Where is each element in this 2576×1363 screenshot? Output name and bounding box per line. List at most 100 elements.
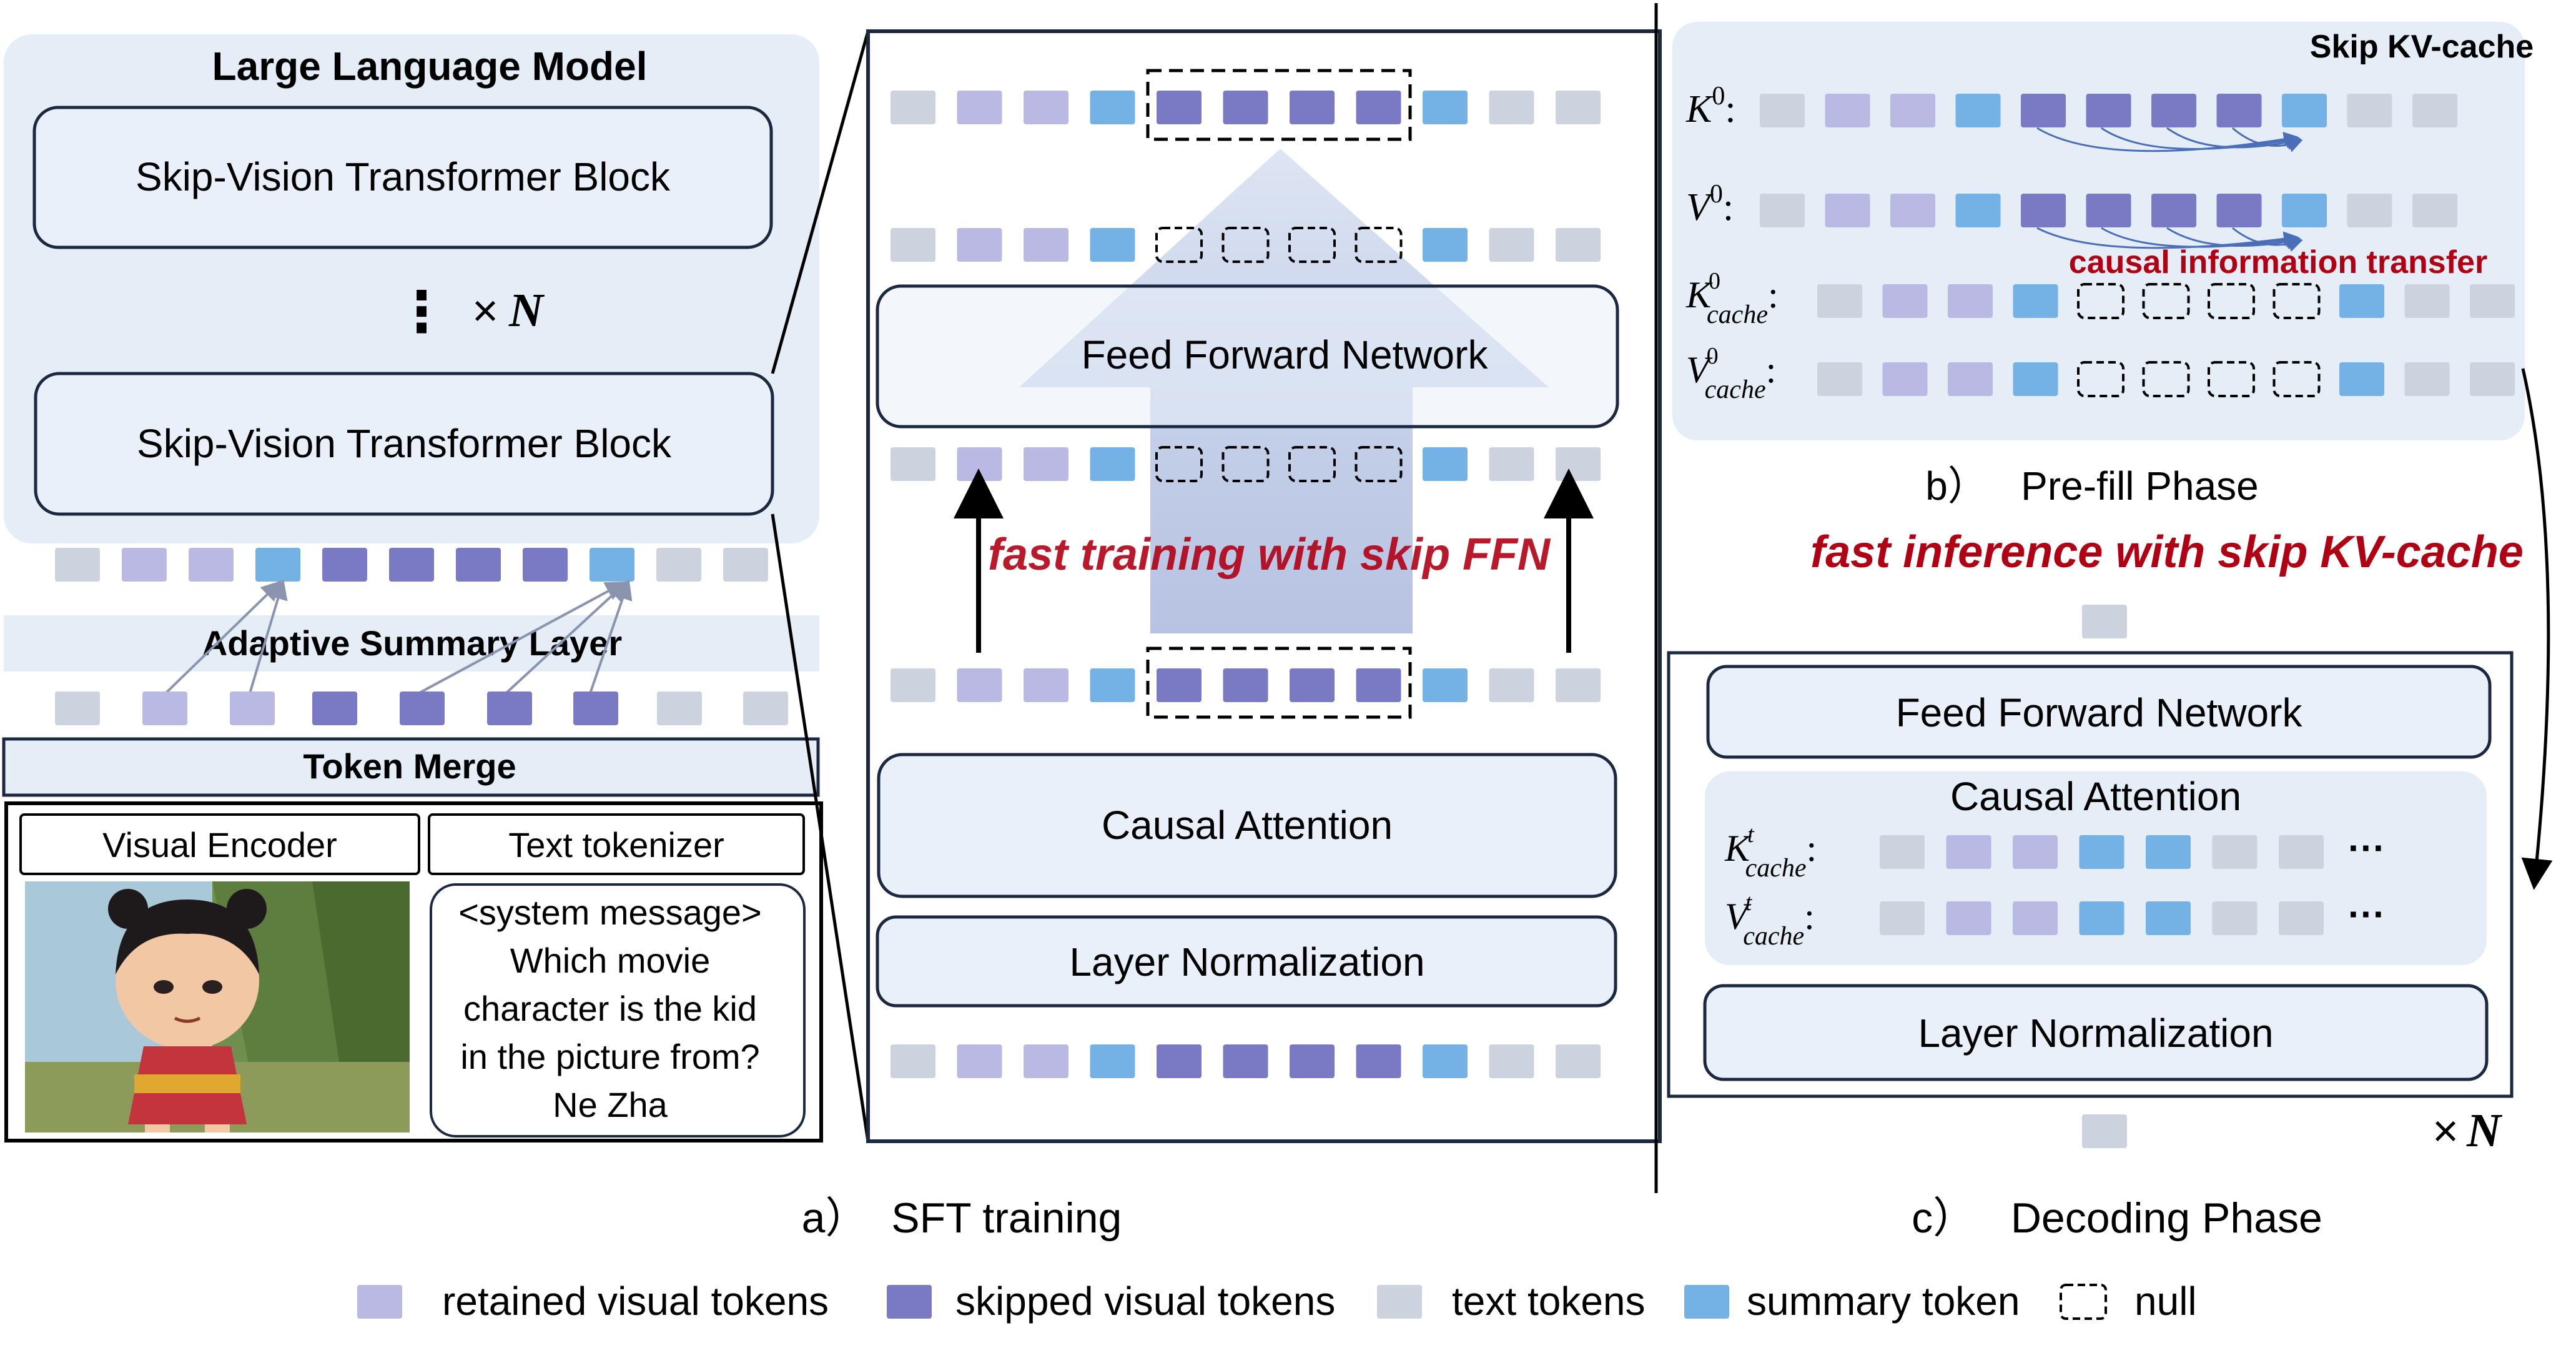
skipped-visual-token <box>389 548 434 582</box>
text-token <box>1556 91 1601 124</box>
prompt-line: in the picture from? <box>460 1037 759 1076</box>
skipped-visual-token <box>1290 668 1335 702</box>
null-token <box>1155 227 1203 263</box>
retained-visual-token <box>230 691 275 725</box>
fast-training-label: fast training with skip FFN <box>988 530 1551 580</box>
text-token <box>2279 901 2324 935</box>
text-token <box>2347 194 2392 227</box>
text-token <box>2279 835 2324 869</box>
visual-encoder-label: Visual Encoder <box>102 825 337 865</box>
adaptive-summary-layer-label: Adaptive Summary Layer <box>202 623 622 663</box>
skipped-visual-token <box>2021 94 2066 127</box>
adaptive-summary-layer-band <box>4 615 819 672</box>
llm-title: Large Language Model <box>212 44 648 89</box>
ffn-label-sft: Feed Forward Network <box>1082 332 1489 377</box>
sft-row-top <box>891 91 1601 124</box>
retained-visual-token <box>957 668 1002 702</box>
summary-token <box>1955 194 2001 227</box>
prefill-v0-row <box>1760 194 2457 227</box>
retained-visual-token <box>2013 835 2058 869</box>
retained-visual-token <box>957 228 1002 262</box>
decoding-input-token <box>2082 1114 2127 1148</box>
vt-ellipsis: ··· <box>2348 893 2386 935</box>
prompt-box <box>430 883 806 1137</box>
text-token <box>743 691 788 725</box>
text-tokenizer-box[interactable] <box>428 813 805 875</box>
summary-token <box>1090 668 1135 702</box>
fast-inference-label: fast inference with skip KV-cache <box>1810 527 2524 577</box>
skipped-visual-token <box>487 691 532 725</box>
ffn-box-sft[interactable] <box>876 284 1619 429</box>
skip-vision-block-top[interactable] <box>32 106 773 249</box>
causal-attention-box-sft[interactable] <box>877 753 1617 898</box>
summary-token <box>590 548 634 582</box>
retained-visual-token <box>189 548 234 582</box>
text-token <box>55 548 100 582</box>
text-token <box>657 691 702 725</box>
retained-visual-token <box>1890 94 1935 127</box>
summary-token <box>1423 91 1468 124</box>
skipped-visual-token <box>2151 94 2196 127</box>
retained-visual-token <box>1948 362 1993 396</box>
ffn-box-decoding[interactable] <box>1706 665 2492 759</box>
retained-visual-token <box>142 691 187 725</box>
skipped-group-top <box>1146 69 1412 141</box>
text-token <box>1760 94 1805 127</box>
retained-visual-token <box>1825 194 1870 227</box>
prefill-k0-cache-row <box>1817 283 2515 319</box>
skip-kv-cache-label: Skip KV-cache <box>2310 29 2534 65</box>
visual-encoder-box[interactable] <box>19 813 420 875</box>
token-merge-label: Token Merge <box>303 746 516 786</box>
prompt-line: Ne Zha <box>553 1085 668 1124</box>
text-token <box>2412 94 2457 127</box>
prefill-k0-row <box>1760 94 2457 127</box>
causal-attention-label-sft: Causal Attention <box>1102 803 1393 848</box>
legend-null-label: null <box>2134 1279 2197 1324</box>
repeat-n: N <box>508 284 545 337</box>
decoding-kt-row <box>1880 835 2324 869</box>
input-image <box>25 881 410 1133</box>
retained-visual-token <box>1948 284 1993 318</box>
text-token <box>2470 362 2515 396</box>
text-token <box>1489 91 1534 124</box>
null-token <box>2142 283 2190 319</box>
prefill-panel <box>1672 22 2525 440</box>
retained-visual-token <box>1024 668 1068 702</box>
info-transfer-arrows-k <box>2036 127 2303 152</box>
layer-norm-box-decoding[interactable] <box>1703 984 2489 1081</box>
causal-info-transfer-label: causal information transfer <box>2069 244 2487 280</box>
layer-norm-box-sft[interactable] <box>876 915 1617 1008</box>
legend-retained-swatch <box>357 1285 402 1319</box>
null-token <box>1155 446 1203 482</box>
legend-skipped-label: skipped visual tokens <box>955 1279 1335 1324</box>
skipped-visual-token <box>1223 668 1268 702</box>
prefill-v0-cache-row <box>1817 361 2515 397</box>
skipped-visual-token <box>573 691 618 725</box>
skipped-visual-token <box>1356 668 1401 702</box>
null-token <box>2208 283 2255 319</box>
decoding-times: × <box>2432 1106 2459 1156</box>
retained-visual-token <box>2013 901 2058 935</box>
summary-token <box>2013 284 2058 318</box>
text-token <box>2404 362 2450 396</box>
summary-token <box>2339 284 2384 318</box>
text-token <box>1817 284 1862 318</box>
text-token <box>55 691 100 725</box>
null-token <box>1355 227 1403 263</box>
retained-visual-token <box>1024 447 1068 481</box>
text-token <box>1760 194 1805 227</box>
summary-token <box>2146 835 2191 869</box>
skipped-visual-token <box>1157 668 1202 702</box>
skipped-visual-token <box>1356 91 1401 124</box>
null-token <box>2077 361 2124 397</box>
skip-vision-block-bottom[interactable] <box>34 372 774 516</box>
summary-token <box>1955 94 2001 127</box>
legend: retained visual tokens skipped visual to… <box>357 1279 2197 1324</box>
ffn-label-decoding: Feed Forward Network <box>1896 690 2303 735</box>
retained-visual-token <box>1882 362 1928 396</box>
summary-token <box>1090 447 1135 481</box>
k0-label: K0: <box>1685 82 1736 131</box>
skipped-visual-token <box>312 691 357 725</box>
